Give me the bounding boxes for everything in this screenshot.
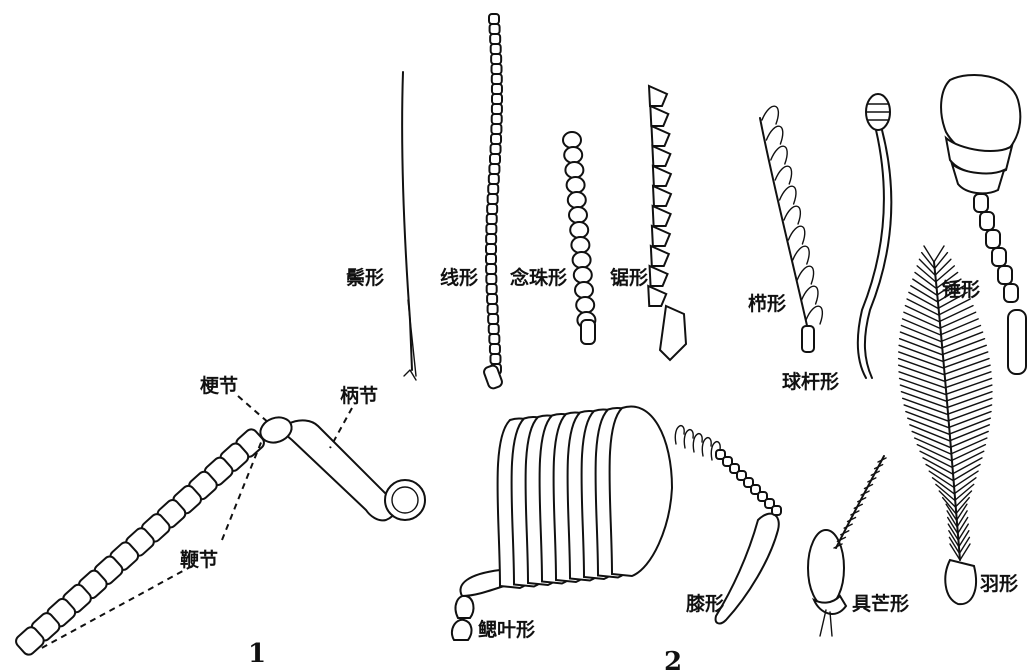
label-plumose: 羽形 (980, 573, 1018, 595)
filiform-antenna-drawing (483, 14, 504, 390)
label-lamellate: 鳃叶形 (478, 618, 535, 641)
label-serrate: 锯形 (610, 266, 648, 289)
figure-number-2: 2 (664, 647, 682, 672)
scape-leader-line (330, 408, 352, 448)
label-pectinate: 栉形 (748, 292, 786, 315)
label-moniliform: 念珠形 (509, 266, 567, 289)
pectinate-antenna-drawing (760, 106, 822, 352)
label-clavate: 球杆形 (782, 370, 839, 393)
label-capitate: 锤形 (942, 278, 980, 301)
serrate-antenna-drawing (648, 86, 686, 360)
scape-segment (285, 420, 396, 520)
pedicel-leader-line (238, 396, 270, 424)
label-pedicel: 梗节 (200, 374, 238, 397)
flagellum-segments (14, 427, 267, 657)
generic-antenna-drawing (14, 396, 425, 657)
lamellate-antenna-drawing (452, 406, 672, 640)
label-scape: 柄节 (340, 385, 378, 407)
label-geniculate: 膝形 (686, 592, 724, 615)
setaceous-antenna-drawing (402, 72, 416, 380)
figure-number-1: 1 (248, 639, 266, 669)
label-aristate: 具芒形 (852, 592, 909, 615)
label-setaceous: 鬃形 (346, 266, 384, 289)
clavate-antenna-drawing (858, 94, 892, 378)
label-filiform: 线形 (440, 266, 478, 289)
label-flagellum: 鞭节 (180, 548, 218, 571)
antenna-socket (385, 480, 425, 520)
moniliform-antenna-drawing (563, 132, 595, 344)
